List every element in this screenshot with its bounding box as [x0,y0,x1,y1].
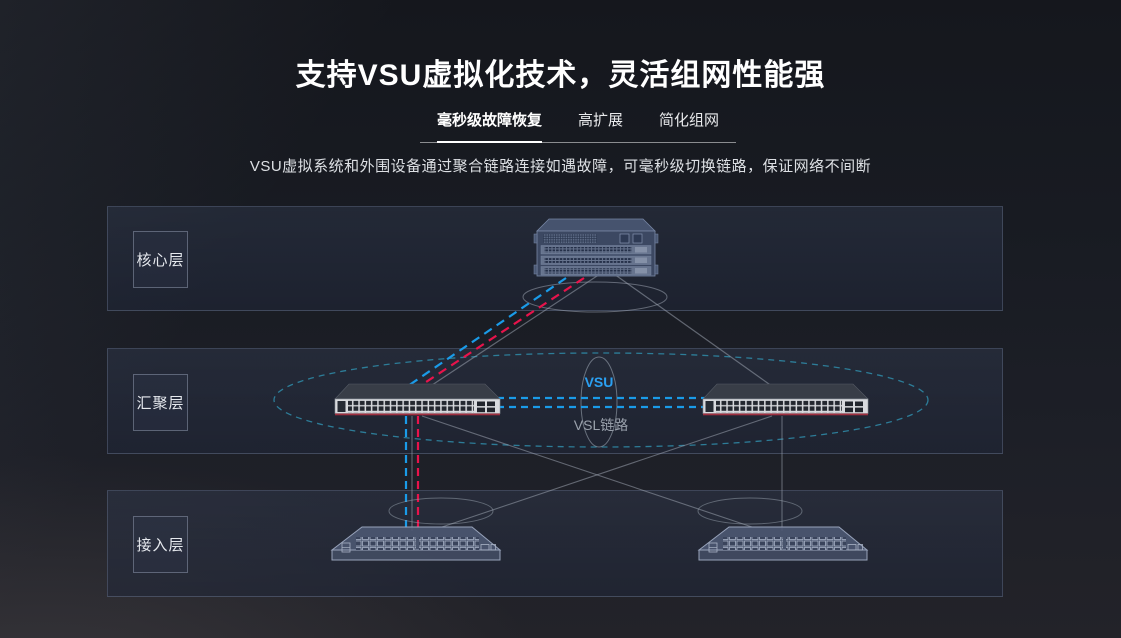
tab-high-scalability[interactable]: 高扩展 [578,112,624,129]
core-layer-panel: 核心层 [107,206,1003,311]
tab-simplified-networking[interactable]: 简化组网 [659,112,720,129]
aggregation-layer-label: 汇聚层 [133,374,188,431]
tab-millisecond-failover[interactable]: 毫秒级故障恢复 [437,109,543,143]
aggregation-layer-panel: 汇聚层 [107,348,1003,454]
access-layer-panel: 接入层 [107,490,1003,597]
access-layer-label: 接入层 [133,516,188,573]
core-layer-label: 核心层 [133,231,188,288]
section-description: VSU虚拟系统和外围设备通过聚合链路连接如遇故障，可毫秒级切换链路，保证网络不间… [249,158,872,175]
section-title: 支持VSU虚拟化技术，灵活组网性能强 [295,59,826,92]
tab-bar: 毫秒级故障恢复 高扩展 简化组网 [420,109,737,143]
